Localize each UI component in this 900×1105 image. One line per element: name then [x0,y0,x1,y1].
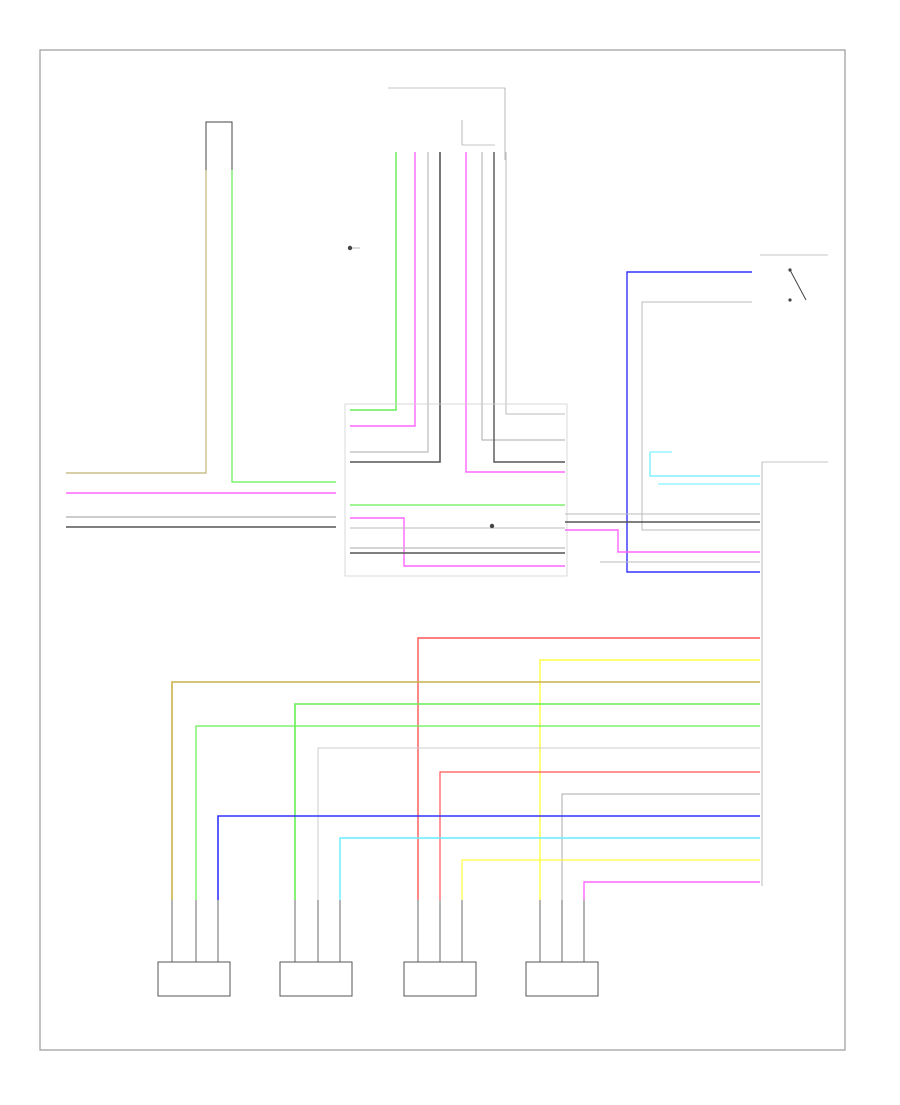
junction-block [344,403,568,577]
splice-dot [347,245,353,251]
wire-red-2 [439,771,760,900]
wire-pink-center-2 [465,152,565,473]
wire-pink-junction [350,517,565,567]
top-left-connector [205,121,233,170]
wire-gray-center-2 [481,152,565,441]
wire-yellow-1 [539,659,760,900]
wire-yellow-2 [461,859,760,900]
wire-pink-1 [583,881,760,900]
wire-pink-center [350,152,416,427]
top-center-connector [388,87,506,160]
wire-blue-sensor [626,271,760,573]
wire-dark-center-2 [493,152,565,463]
wire-green-center [350,152,397,411]
wire-gray-center-3 [505,152,565,415]
wire-pink-module [565,529,760,553]
wire-green-left [231,170,336,483]
wire-green-2 [195,725,760,900]
bottom-connector-2 [279,900,353,997]
wire-cyan-1 [339,837,760,900]
bottom-connector-4 [525,900,599,997]
wire-gray-sensor [641,301,760,531]
wire-tan-left [66,170,207,474]
wire-gray-center [350,152,429,453]
wire-cyan-upper [649,452,760,477]
wire-gray-1 [317,747,760,900]
sensor-switch [760,254,828,302]
diagram-frame [39,49,846,1051]
wire-gray-2 [561,793,760,900]
bottom-connector-3 [403,900,477,997]
wire-green-1 [294,703,760,900]
wire-red-1 [417,637,760,900]
bottom-connector-1 [157,900,231,997]
junction-splice-dot [489,523,495,529]
wire-dark-center [350,152,441,463]
wire-blue-1 [217,815,760,900]
wire-olive-1 [171,681,760,900]
